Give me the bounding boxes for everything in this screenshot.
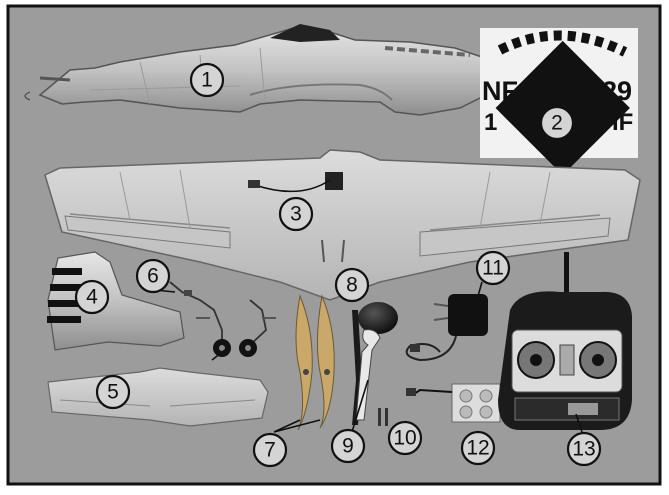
- callout-4: 4: [74, 279, 110, 315]
- callout-9: 9: [330, 428, 366, 464]
- callout-8: 8: [334, 267, 370, 303]
- callout-5: 5: [95, 374, 131, 410]
- callout-9-number: 9: [342, 435, 354, 458]
- callout-8-number: 8: [346, 274, 358, 297]
- propellers: [295, 294, 335, 431]
- main-wing: [44, 149, 641, 301]
- decal-code-left: NF: [482, 76, 518, 106]
- decal-number-right: 129: [587, 76, 632, 106]
- callout-1-number: 1: [201, 69, 213, 92]
- decal-fragment-left: 1: [484, 109, 497, 136]
- callout-11: 11: [475, 250, 511, 286]
- callout-13-number: 13: [572, 438, 595, 461]
- fuselage: [24, 24, 499, 116]
- callout-12: 12: [460, 430, 496, 466]
- spinner: [358, 302, 398, 334]
- callout-11-number: 11: [482, 257, 504, 280]
- battery-pack: [406, 383, 501, 423]
- callout-7: 7: [252, 432, 288, 468]
- callout-1: 1: [189, 62, 225, 98]
- callout-6-number: 6: [147, 265, 159, 288]
- callout-7-number: 7: [264, 439, 276, 462]
- callout-10: 10: [387, 420, 423, 456]
- callout-13: 13: [566, 431, 602, 467]
- callout-2-number: 2: [551, 112, 563, 135]
- callout-3-number: 3: [290, 203, 302, 226]
- small-parts: [378, 408, 388, 426]
- decal-sheet: NF 129 1 IF: [480, 28, 638, 176]
- callout-12-number: 12: [466, 437, 489, 460]
- callout-10-number: 10: [393, 427, 416, 450]
- vertical-tail: [47, 251, 185, 351]
- transmitter: [498, 252, 632, 430]
- landing-gear: [169, 281, 276, 357]
- callout-5-number: 5: [107, 381, 119, 404]
- callout-2: 2: [539, 105, 575, 141]
- charger: [405, 294, 488, 362]
- callout-6: 6: [135, 258, 171, 294]
- callout-4-number: 4: [86, 286, 98, 309]
- decal-fragment-right: IF: [612, 109, 633, 136]
- callout-3: 3: [278, 196, 314, 232]
